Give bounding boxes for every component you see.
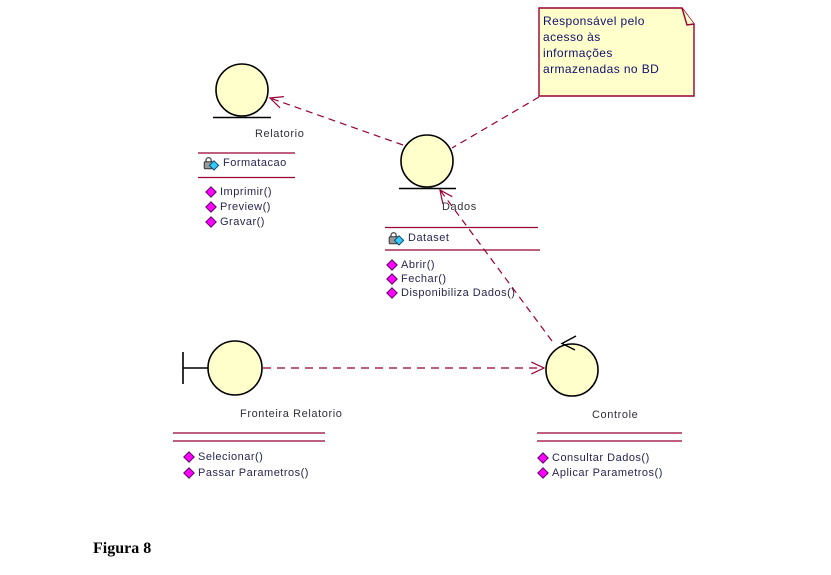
note-line: Responsável pelo [543,14,645,28]
controle-method-row: Aplicar Parametros() [537,467,663,479]
fronteira-boundary-symbol [182,340,263,396]
fronteira-relatorio-label: Fronteira Relatorio [240,408,343,420]
method-diamond-icon [205,201,217,213]
dados-attribute-row: Dataset [387,231,450,246]
controle-label: Controle [592,409,639,421]
note-line: acesso às [543,30,601,44]
relatorio-entity-symbol [213,63,271,119]
note-shape [538,7,695,97]
controle-control-symbol [545,335,599,397]
method-label: Gravar() [220,216,265,228]
dados-method-row: Abrir() [386,258,435,272]
method-diamond-icon [205,216,217,228]
fronteira-method-row: Passar Parametros() [183,466,309,480]
note-line: informações [543,46,613,60]
method-label: Preview() [220,201,271,213]
method-diamond-icon [183,467,195,479]
method-label: Fechar() [401,273,447,285]
method-diamond-icon [537,452,549,464]
method-diamond-icon [537,467,549,479]
method-diamond-icon [386,273,398,285]
arrow-dados-to-relatorio [268,96,404,146]
dados-label: Dados [442,201,477,213]
method-label: Disponibiliza Dados() [401,287,516,299]
note-line: armazenadas no BD [543,62,660,76]
method-diamond-icon [386,287,398,299]
fronteira-method-row: Selecionar() [183,450,263,464]
method-label: Consultar Dados() [552,452,650,464]
note: Responsável pelo acesso às informações a… [543,13,691,77]
relatorio-attribute-row: Formatacao [202,156,287,171]
relatorio-label: Relatorio [255,128,305,140]
relatorio-method-row: Imprimir() [205,185,272,199]
method-label: Selecionar() [198,451,264,463]
attribute-label: Dataset [408,232,450,244]
note-anchor-line [451,96,540,149]
method-label: Passar Parametros() [198,467,309,479]
method-label: Abrir() [401,259,436,271]
compartment-lines [173,152,682,442]
figure-caption: Figura 8 [93,540,152,557]
method-diamond-icon [183,451,195,463]
dados-method-row: Disponibiliza Dados() [386,286,515,300]
relatorio-method-row: Gravar() [205,215,265,229]
lock-icon [203,156,220,171]
arrow-fronteira-to-controle [263,361,546,375]
dados-method-row: Fechar() [386,272,447,286]
lock-icon [388,231,405,246]
attribute-label: Formatacao [223,157,287,169]
relatorio-method-row: Preview() [205,200,271,214]
method-label: Aplicar Parametros() [552,467,663,479]
method-diamond-icon [386,259,398,271]
controle-method-row: Consultar Dados() [537,451,650,465]
method-diamond-icon [205,186,217,198]
dados-entity-symbol [399,134,456,190]
arrow-controle-to-dados [439,188,553,342]
method-label: Imprimir() [220,186,273,198]
